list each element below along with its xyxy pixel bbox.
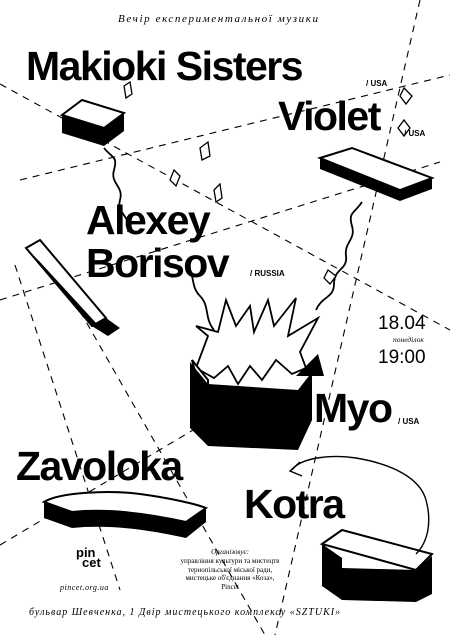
curved-arrow: [288, 455, 430, 555]
block-shape-5: [319, 528, 434, 602]
organizer-line-3: мистецьке об'єднання «Коза»,: [185, 574, 275, 583]
block-shape-2: [317, 146, 435, 201]
event-time: 19:00: [378, 347, 426, 368]
event-weekday: понеділок: [393, 335, 424, 344]
block-shape-1: [59, 98, 127, 146]
artist-name-kotra: Kotra: [244, 481, 345, 527]
explosion-shape: [194, 297, 321, 386]
block-shape-center: [190, 354, 324, 450]
artist-name-alexey: Alexey: [86, 197, 211, 243]
organizer-title: Організовує:: [211, 548, 249, 556]
event-tagline: Вечір експериментальної музики: [118, 13, 320, 25]
artist-name-borisov: Borisov: [86, 240, 230, 286]
confetti-shapes: [123, 80, 413, 285]
artist-name-makioki: Makioki Sisters: [26, 43, 304, 89]
pincet-logo: pin cet: [76, 545, 101, 571]
venue-address: бульвар Шевченка, 1 Двір мистецького ком…: [29, 607, 342, 618]
artist-origin-makioki: / USA: [366, 79, 388, 88]
block-shape-4: [41, 491, 209, 538]
artist-name-myo: Myo: [314, 385, 393, 431]
artist-name-violet: Violet: [278, 93, 381, 139]
event-date: 18.04: [378, 313, 426, 334]
block-shape-3: [24, 238, 120, 336]
organizer-line-2: тернопільської міської ради,: [187, 565, 273, 574]
organizer-block: Організовує: управління культури та мист…: [145, 548, 315, 592]
organizer-line-1: управління культури та мистецтв: [180, 556, 280, 565]
artist-origin-myo: / USA: [398, 417, 420, 426]
artist-name-zavoloka: Zavoloka: [16, 443, 183, 489]
artist-origin-violet: / USA: [404, 129, 426, 138]
wavy-lines: [103, 147, 363, 331]
website-link[interactable]: pincet.org.ua: [60, 583, 109, 592]
organizer-line-4: Pincet: [221, 583, 239, 591]
logo-line-1: pin: [76, 545, 96, 560]
artist-origin-borisov: / RUSSIA: [250, 269, 285, 278]
logo-line-2: cet: [82, 555, 101, 571]
